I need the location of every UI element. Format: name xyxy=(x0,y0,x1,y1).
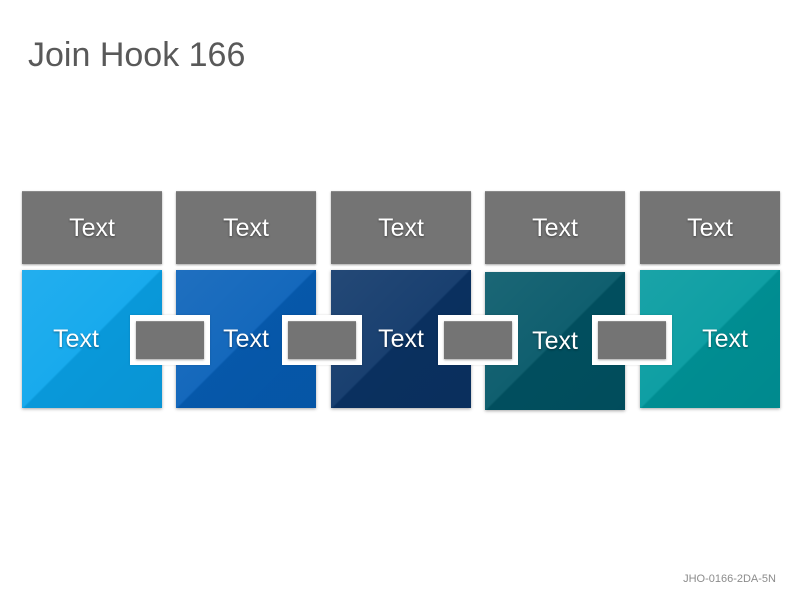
top-box-3: Text xyxy=(331,191,471,264)
top-box-label: Text xyxy=(223,213,269,242)
hook-connector-inner xyxy=(444,321,512,359)
hook-connector-3 xyxy=(438,315,518,365)
top-box-label: Text xyxy=(687,213,733,242)
color-block-label: Text xyxy=(532,326,578,355)
color-block-label: Text xyxy=(223,324,269,353)
hook-connector-inner xyxy=(136,321,204,359)
hook-connector-1 xyxy=(130,315,210,365)
page-title: Join Hook 166 xyxy=(28,36,246,74)
slide-code: JHO-0166-2DA-5N xyxy=(683,573,776,585)
top-box-2: Text xyxy=(176,191,316,264)
hook-connector-inner xyxy=(598,321,666,359)
top-box-5: Text xyxy=(640,191,780,264)
hook-connector-inner xyxy=(288,321,356,359)
top-box-label: Text xyxy=(532,213,578,242)
color-block-label: Text xyxy=(702,324,748,353)
top-box-4: Text xyxy=(485,191,625,264)
hook-connector-2 xyxy=(282,315,362,365)
color-block-label: Text xyxy=(378,324,424,353)
top-box-1: Text xyxy=(22,191,162,264)
top-box-label: Text xyxy=(69,213,115,242)
top-box-label: Text xyxy=(378,213,424,242)
color-block-label: Text xyxy=(53,324,99,353)
hook-connector-4 xyxy=(592,315,672,365)
